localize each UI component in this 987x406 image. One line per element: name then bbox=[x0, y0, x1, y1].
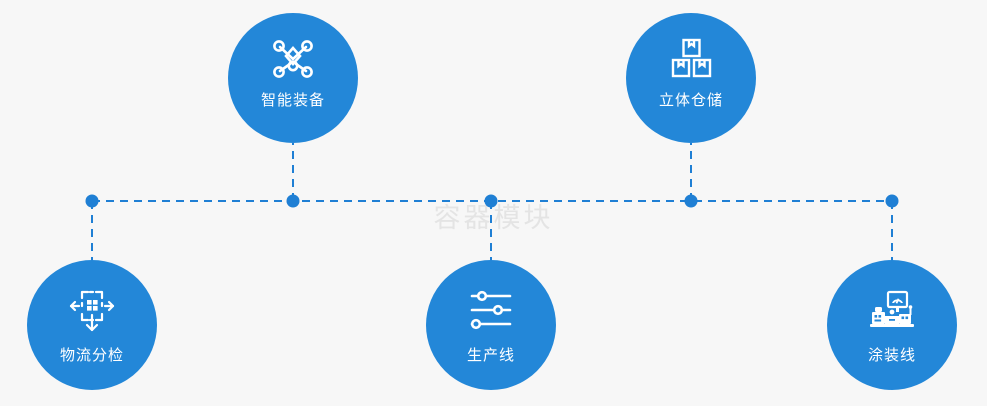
stacked-boxes-icon bbox=[665, 35, 717, 83]
network-nodes-icon bbox=[267, 35, 319, 83]
node-stereoscopic-warehouse[interactable]: 立体仓储 bbox=[626, 13, 756, 143]
node-smart-equipment[interactable]: 智能装备 bbox=[228, 13, 358, 143]
junction-dot-3[interactable] bbox=[484, 194, 498, 208]
junction-dot-5[interactable] bbox=[885, 194, 899, 208]
node-label-painting-line: 涂装线 bbox=[867, 347, 916, 364]
factory-machine-icon bbox=[866, 286, 918, 334]
junction-dot-4[interactable] bbox=[684, 194, 698, 208]
junction-dot-1[interactable] bbox=[85, 194, 99, 208]
junction-dot-2[interactable] bbox=[286, 194, 300, 208]
node-label-logistics-sorting: 物流分检 bbox=[59, 347, 124, 364]
node-label-production-line: 生产线 bbox=[466, 347, 515, 364]
node-label-smart-equipment: 智能装备 bbox=[260, 92, 325, 109]
node-production-line[interactable]: 生产线 bbox=[426, 260, 556, 390]
node-painting-line[interactable]: 涂装线 bbox=[827, 260, 957, 390]
sorting-arrows-icon bbox=[66, 286, 118, 334]
sliders-icon bbox=[465, 286, 517, 334]
node-label-stereoscopic-warehouse: 立体仓储 bbox=[658, 92, 723, 109]
node-logistics-sorting[interactable]: 物流分检 bbox=[27, 260, 157, 390]
